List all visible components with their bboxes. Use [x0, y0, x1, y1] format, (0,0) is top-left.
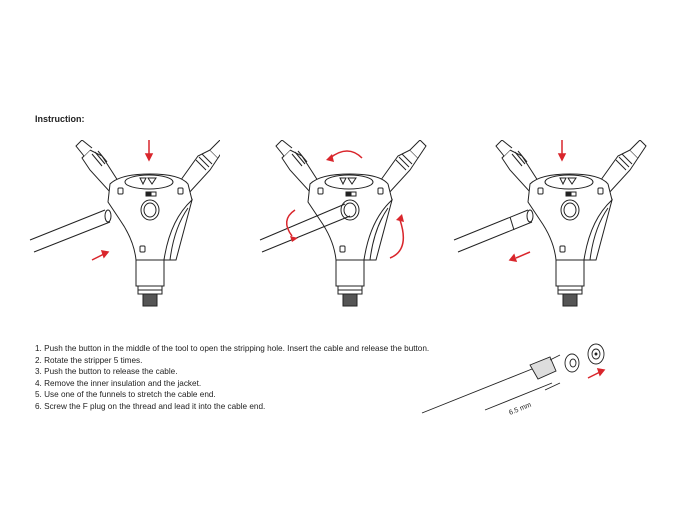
step-2: 2. Rotate the stripper 5 times.: [35, 355, 143, 365]
step-3: 3. Push the button to release the cable.: [35, 367, 178, 376]
step-6: 6. Screw the F plug on the thread and le…: [35, 401, 266, 411]
instruction-steps: 1. Push the button in the middle of the …: [35, 343, 429, 412]
dimension-label: 6.5 mm: [508, 402, 532, 417]
figure-step-rotate: [259, 140, 427, 307]
step-1: 1. Push the button in the middle of the …: [35, 344, 430, 353]
figure-step-release: [453, 140, 647, 307]
figure-f-plug-assembly: 6.5 mm: [421, 343, 606, 417]
instruction-title: Instruction:: [35, 114, 85, 124]
step-4: 4. Remove the inner insulation and the j…: [35, 378, 202, 388]
figure-step-insert-cable: [29, 140, 220, 307]
step-5: 5. Use one of the funnels to stretch the…: [35, 390, 216, 399]
